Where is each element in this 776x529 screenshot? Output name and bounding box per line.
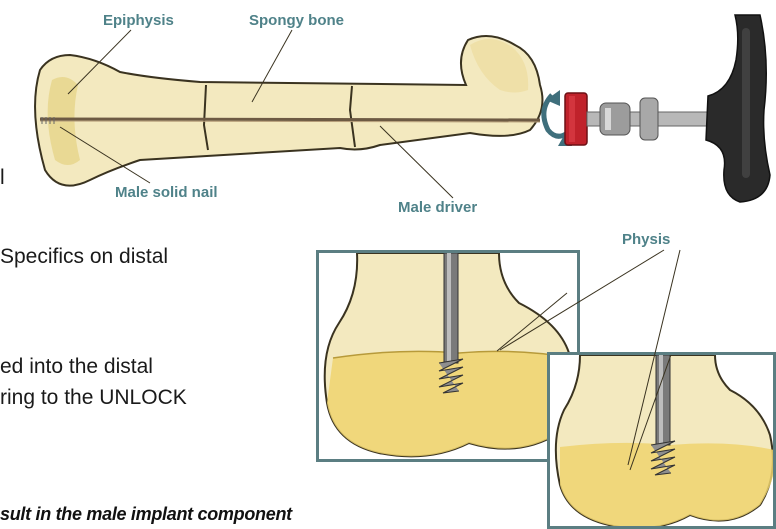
text-fragment-l: l bbox=[0, 166, 5, 190]
male-nail-rod bbox=[40, 119, 540, 120]
text-line-1: Specifics on distal bbox=[0, 245, 168, 269]
label-physis: Physis bbox=[622, 231, 670, 248]
distal-inset-1 bbox=[316, 250, 580, 462]
femur-bone bbox=[35, 36, 542, 186]
label-male-driver: Male driver bbox=[398, 199, 477, 216]
label-epiphysis: Epiphysis bbox=[103, 12, 174, 29]
warning-text: sult in the male implant component bbox=[0, 504, 292, 525]
text-line-2: ed into the distal bbox=[0, 355, 153, 379]
distal-inset-2 bbox=[547, 352, 776, 529]
label-male-solid-nail: Male solid nail bbox=[115, 184, 218, 201]
text-line-3: ring to the UNLOCK bbox=[0, 386, 187, 410]
label-spongy-bone: Spongy bone bbox=[249, 12, 344, 29]
unlock-ring bbox=[565, 93, 587, 145]
t-handle bbox=[706, 15, 770, 202]
